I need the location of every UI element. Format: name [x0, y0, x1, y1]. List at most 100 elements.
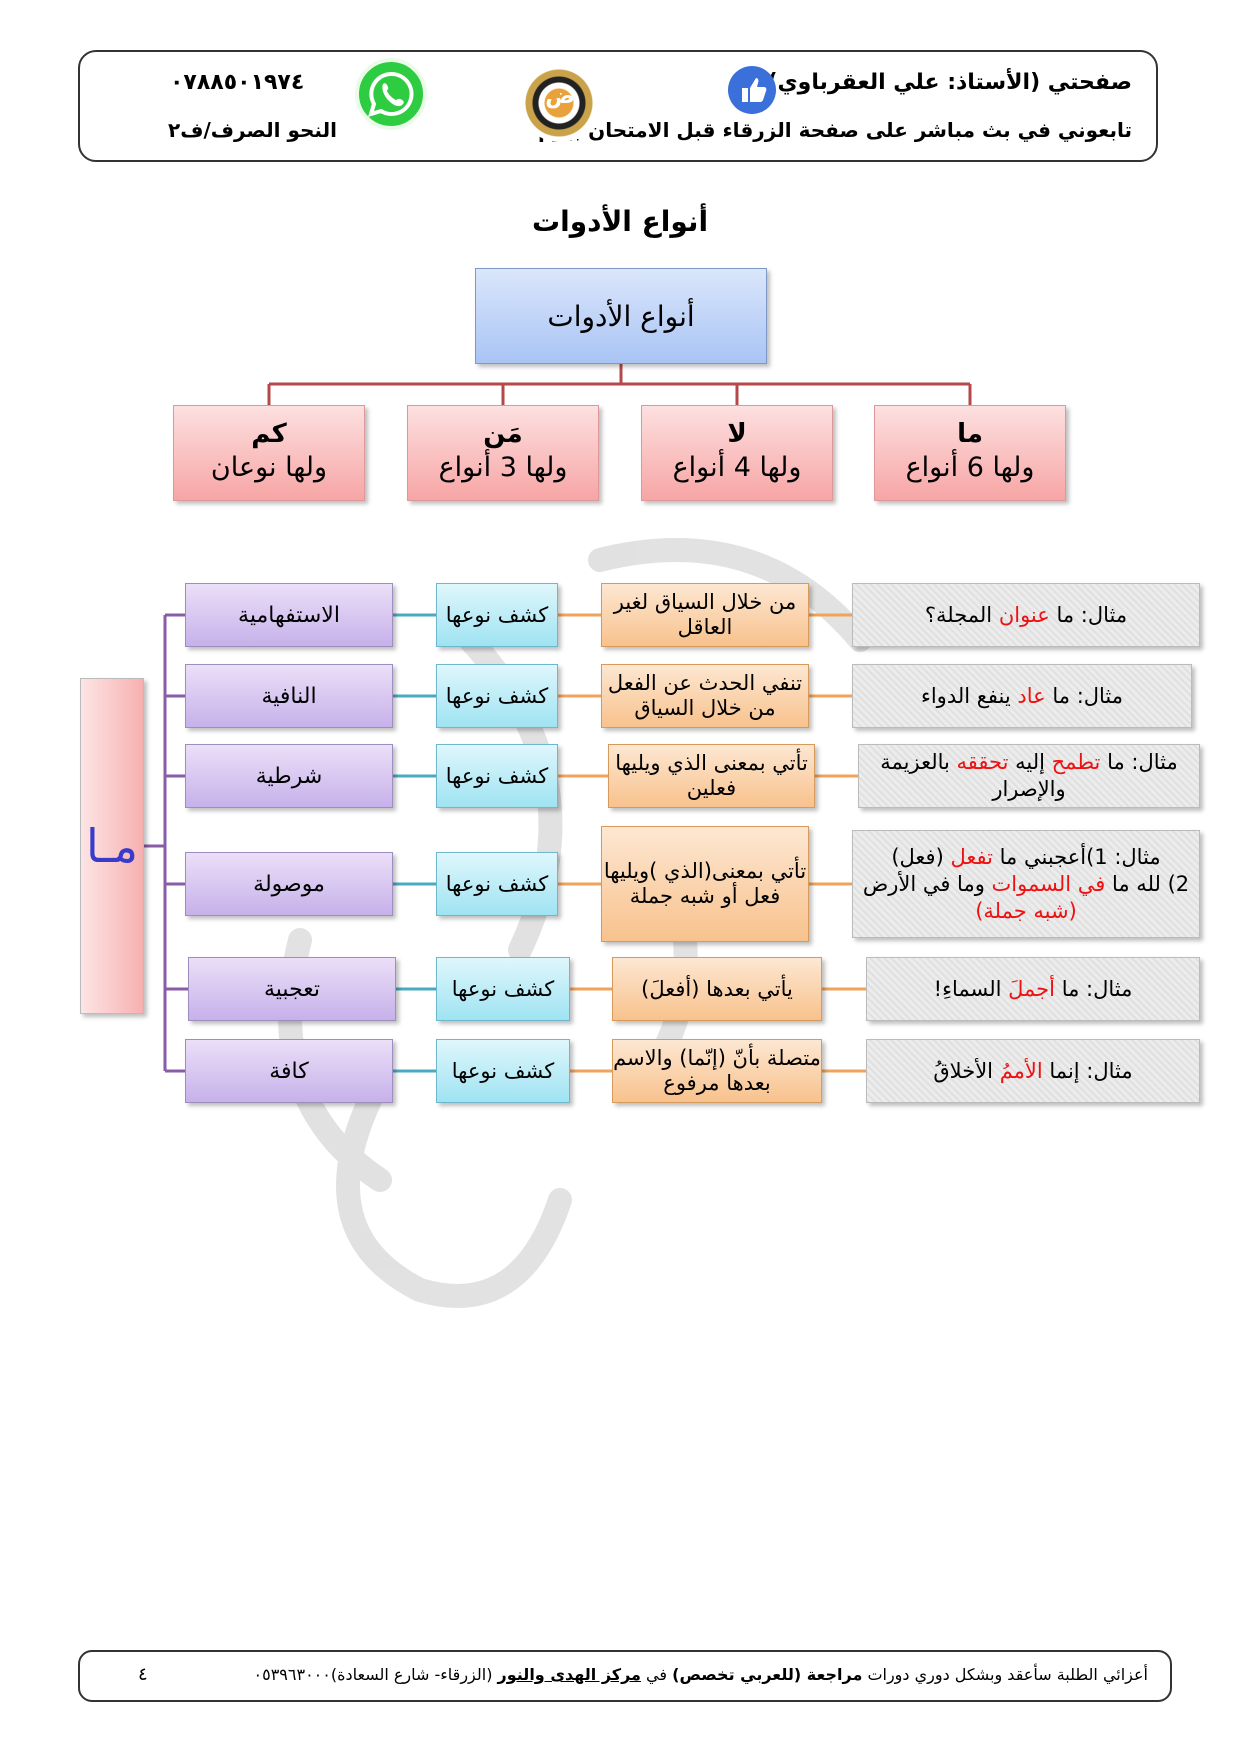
- header-box: صفحتي (الأستاذ: علي العقرباوي) تابعوني ف…: [78, 50, 1158, 162]
- reveal-label: كشف نوعها: [451, 1059, 555, 1083]
- rule-description: تأتي بمعنى(الذي )ويليها فعل أو شبه جملة: [601, 826, 809, 942]
- whatsapp-icon: [355, 58, 427, 130]
- footer-course: مراجعة (للعربي تخصص): [672, 1665, 863, 1684]
- use-label: تعجبية: [264, 976, 321, 1002]
- example-text: مثال: ما أجملَ السماءِ!: [934, 976, 1133, 1003]
- seal-logo-icon: [520, 64, 598, 142]
- reveal-label: كشف نوعها: [445, 603, 549, 627]
- rule-text: من خلال السياق لغير العاقل: [613, 590, 797, 639]
- tool-count: ولها 4 أنواع: [672, 452, 802, 483]
- teacher-page-label: صفحتي (الأستاذ: علي العقرباوي): [767, 70, 1132, 95]
- example-segment: ينفع الدواء: [920, 683, 1018, 708]
- rule-text: تأتي بمعنى(الذي )ويليها فعل أو شبه جملة: [603, 859, 807, 908]
- use-label: موصولة: [253, 871, 325, 897]
- example-keyword: تطمح: [1051, 750, 1101, 774]
- example-keyword: الأممُ: [999, 1058, 1043, 1083]
- example-keyword: في السموات: [991, 871, 1106, 896]
- use-conditional: شرطية: [185, 744, 393, 808]
- root-node-label: أنواع الأدوات: [547, 299, 695, 333]
- example-segment: مثال: ما: [1045, 683, 1124, 708]
- example-keyword: تحققه: [956, 750, 1009, 774]
- tool-count: ولها 6 أنواع: [905, 452, 1035, 483]
- reveal-label: كشف نوعها: [451, 977, 555, 1001]
- example-segment: 2) لله ما: [1105, 871, 1190, 896]
- rule-description: تنفي الحدث عن الفعل من خلال السياق: [601, 664, 809, 728]
- tool-name: مَن: [483, 419, 523, 449]
- footer-box: أعزائي الطلبة سأعقد وبشكل دوري دورات مرا…: [78, 1650, 1172, 1702]
- use-label: شرطية: [255, 763, 323, 789]
- footer-address: (الزرقاء- شارع السعادة)٠٥٣٩٦٣٠٠٠: [253, 1665, 498, 1684]
- ma-side-label: مـا: [85, 819, 139, 873]
- tool-node-la: لا ولها 4 أنواع: [641, 405, 833, 501]
- footer-note: أعزائي الطلبة سأعقد وبشكل دوري دورات مرا…: [254, 1665, 1149, 1684]
- example-segment: المجلة؟: [924, 602, 999, 627]
- example-keyword: تفعل: [950, 844, 993, 869]
- footer-text: في: [640, 1665, 673, 1684]
- rule-description: تأتي بمعنى الذي ويليها فعلين: [608, 744, 815, 808]
- tool-node-kam: كم ولها نوعان: [173, 405, 365, 501]
- tool-node-man: مَن ولها 3 أنواع: [407, 405, 599, 501]
- example-box: مثال: إنما الأممُ الأخلاقُ: [866, 1039, 1200, 1103]
- page-number: ٤: [138, 1664, 148, 1685]
- use-label: كافة: [269, 1058, 309, 1084]
- rule-text: يأتي بعدها (أفعلَ): [641, 976, 793, 1001]
- example-keyword: عاد: [1017, 683, 1046, 708]
- example-segment: إليه: [1008, 750, 1052, 774]
- seal-letter: ض: [545, 84, 575, 109]
- example-segment: مثال: إنما: [1042, 1058, 1133, 1083]
- thumbs-up-icon: [728, 66, 776, 114]
- rule-description: متصلة بأنّ (إنّما) والاسم بعدها مرفوع: [612, 1039, 822, 1103]
- use-label: الاستفهامية: [238, 602, 340, 628]
- tool-name: كم: [251, 419, 287, 449]
- example-keyword: عنوان: [998, 602, 1050, 627]
- live-stream-note: تابعوني في بث مباشر على صفحة الزرقاء قبل…: [538, 118, 1132, 142]
- rule-text: متصلة بأنّ (إنّما) والاسم بعدها مرفوع: [613, 1046, 821, 1095]
- reveal-label: كشف نوعها: [445, 764, 549, 788]
- example-text: مثال: 1)أعجبني ما تفعل (فعل) 2) لله ما في…: [853, 844, 1199, 925]
- example-segment: بالعزيمة والإصرار: [880, 750, 1066, 801]
- example-segment: الأخلاقُ: [933, 1058, 1000, 1083]
- reveal-type-box: كشف نوعها: [436, 583, 558, 647]
- example-segment: مثال: ما: [1100, 750, 1178, 774]
- reveal-type-box: كشف نوعها: [436, 852, 558, 916]
- example-segment: مثال: ما: [1049, 602, 1128, 627]
- reveal-type-box: كشف نوعها: [436, 1039, 570, 1103]
- tool-node-ma: ما ولها 6 أنواع: [874, 405, 1066, 501]
- ma-side-node: مـا: [80, 678, 144, 1014]
- reveal-label: كشف نوعها: [445, 684, 549, 708]
- rule-text: تأتي بمعنى الذي ويليها فعلين: [615, 751, 808, 800]
- tool-count: ولها 3 أنواع: [438, 452, 568, 483]
- example-keyword: أجملَ: [1008, 976, 1056, 1001]
- page-title: أنواع الأدوات: [531, 205, 709, 238]
- example-segment: مثال: ما: [1055, 976, 1133, 1001]
- example-box: مثال: ما عنوان المجلة؟: [852, 583, 1200, 647]
- example-text: مثال: ما عنوان المجلة؟: [925, 602, 1127, 629]
- root-node: أنواع الأدوات: [475, 268, 767, 364]
- example-text: مثال: إنما الأممُ الأخلاقُ: [933, 1058, 1132, 1085]
- example-box: مثال: ما أجملَ السماءِ!: [866, 957, 1200, 1021]
- use-exclamation: تعجبية: [188, 957, 396, 1021]
- example-segment: مثال: 1)أعجبني ما: [992, 844, 1161, 869]
- example-segment: (فعل): [891, 844, 951, 869]
- rule-description: يأتي بعدها (أفعلَ): [612, 957, 822, 1021]
- use-interrogative: الاستفهامية: [185, 583, 393, 647]
- example-box: مثال: ما تطمح إليه تحققه بالعزيمة والإصر…: [858, 744, 1200, 808]
- example-box: مثال: 1)أعجبني ما تفعل (فعل) 2) لله ما في…: [852, 830, 1200, 938]
- example-segment: السماءِ!: [933, 976, 1009, 1001]
- reveal-type-box: كشف نوعها: [436, 744, 558, 808]
- tool-name: لا: [727, 419, 747, 449]
- use-relative: موصولة: [185, 852, 393, 916]
- tool-count: ولها نوعان: [210, 452, 328, 483]
- footer-center: مركز الهدى والنور: [497, 1665, 641, 1684]
- example-text: مثال: ما عاد ينفع الدواء: [921, 683, 1123, 710]
- example-keyword: (شبه جملة): [975, 898, 1077, 923]
- use-negation: النافية: [185, 664, 393, 728]
- tool-name: ما: [957, 419, 983, 449]
- reveal-type-box: كشف نوعها: [436, 957, 570, 1021]
- footer-text: أعزائي الطلبة سأعقد وبشكل دوري دورات: [862, 1665, 1148, 1684]
- example-box: مثال: ما عاد ينفع الدواء: [852, 664, 1192, 728]
- example-text: مثال: ما تطمح إليه تحققه بالعزيمة والإصر…: [859, 749, 1199, 803]
- phone-number: ٠٧٨٨٥٠١٩٧٤: [170, 70, 305, 95]
- reveal-type-box: كشف نوعها: [436, 664, 558, 728]
